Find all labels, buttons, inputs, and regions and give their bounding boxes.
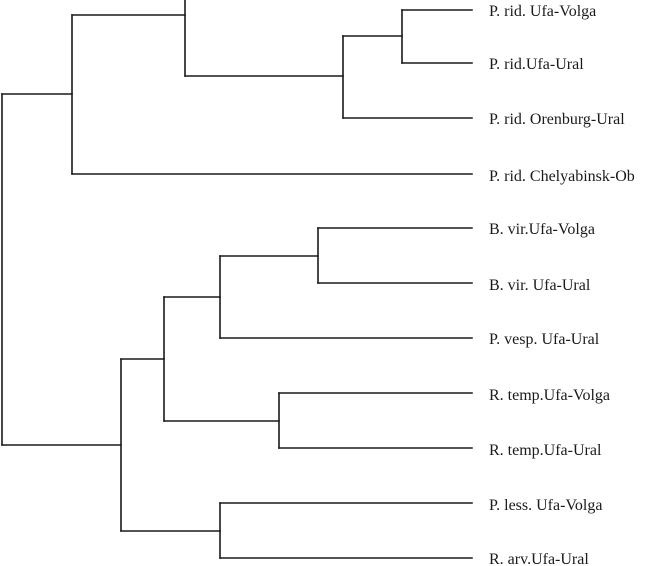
leaf-label-b-vir-ufa-ural: B. vir. Ufa-Ural bbox=[489, 277, 591, 294]
leaf-label-p-vesp-ufa-ural: P. vesp. Ufa-Ural bbox=[489, 331, 600, 348]
leaf-label-p-rid-ufa-ural: P. rid.Ufa-Ural bbox=[489, 56, 584, 73]
leaf-label-p-rid-ufa-volga: P. rid. Ufa-Volga bbox=[489, 3, 596, 20]
leaf-label-r-temp-ufa-volga: R. temp.Ufa-Volga bbox=[489, 387, 610, 404]
dendrogram-branches bbox=[1, 0, 473, 559]
dendrogram-leaf-labels: P. rid. Ufa-Volga P. rid.Ufa-Ural P. rid… bbox=[489, 3, 635, 566]
leaf-label-r-arv-ufa-ural: R. arv.Ufa-Ural bbox=[489, 551, 589, 566]
leaf-label-b-vir-ufa-volga: B. vir.Ufa-Volga bbox=[489, 221, 595, 238]
leaf-label-p-rid-orenburg-ural: P. rid. Orenburg-Ural bbox=[489, 111, 625, 128]
leaf-label-p-rid-chelyabinsk-ob: P. rid. Chelyabinsk-Ob bbox=[489, 168, 635, 185]
leaf-label-r-temp-ufa-ural: R. temp.Ufa-Ural bbox=[489, 442, 602, 459]
leaf-label-p-less-ufa-volga: P. less. Ufa-Volga bbox=[489, 497, 602, 514]
